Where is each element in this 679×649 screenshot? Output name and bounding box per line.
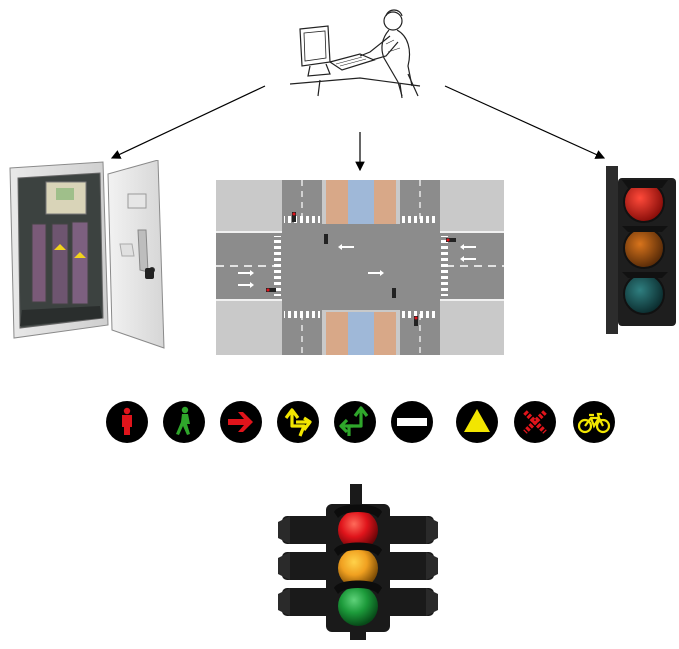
yellow-bicycle-icon <box>573 401 615 443</box>
red-cross-icon <box>514 401 556 443</box>
green-arrows-icon <box>334 401 376 443</box>
pedestrian-stop-icon <box>106 401 148 443</box>
yellow-arrows-icon <box>277 401 319 443</box>
arrow-to-cabinet <box>110 85 266 159</box>
pedestrian-walk-icon <box>163 401 205 443</box>
traffic-signal-cluster-icon <box>278 484 438 640</box>
red-arrow-right-icon <box>220 401 262 443</box>
operator-at-computer-icon <box>290 9 421 99</box>
intersection-plan-icon <box>216 180 504 355</box>
arrow-to-signal-head <box>444 85 606 159</box>
white-bar-icon <box>391 401 433 443</box>
traffic-signal-head-icon <box>606 166 676 334</box>
controller-cabinet-icon <box>9 160 165 349</box>
yellow-triangle-icon <box>456 401 498 443</box>
